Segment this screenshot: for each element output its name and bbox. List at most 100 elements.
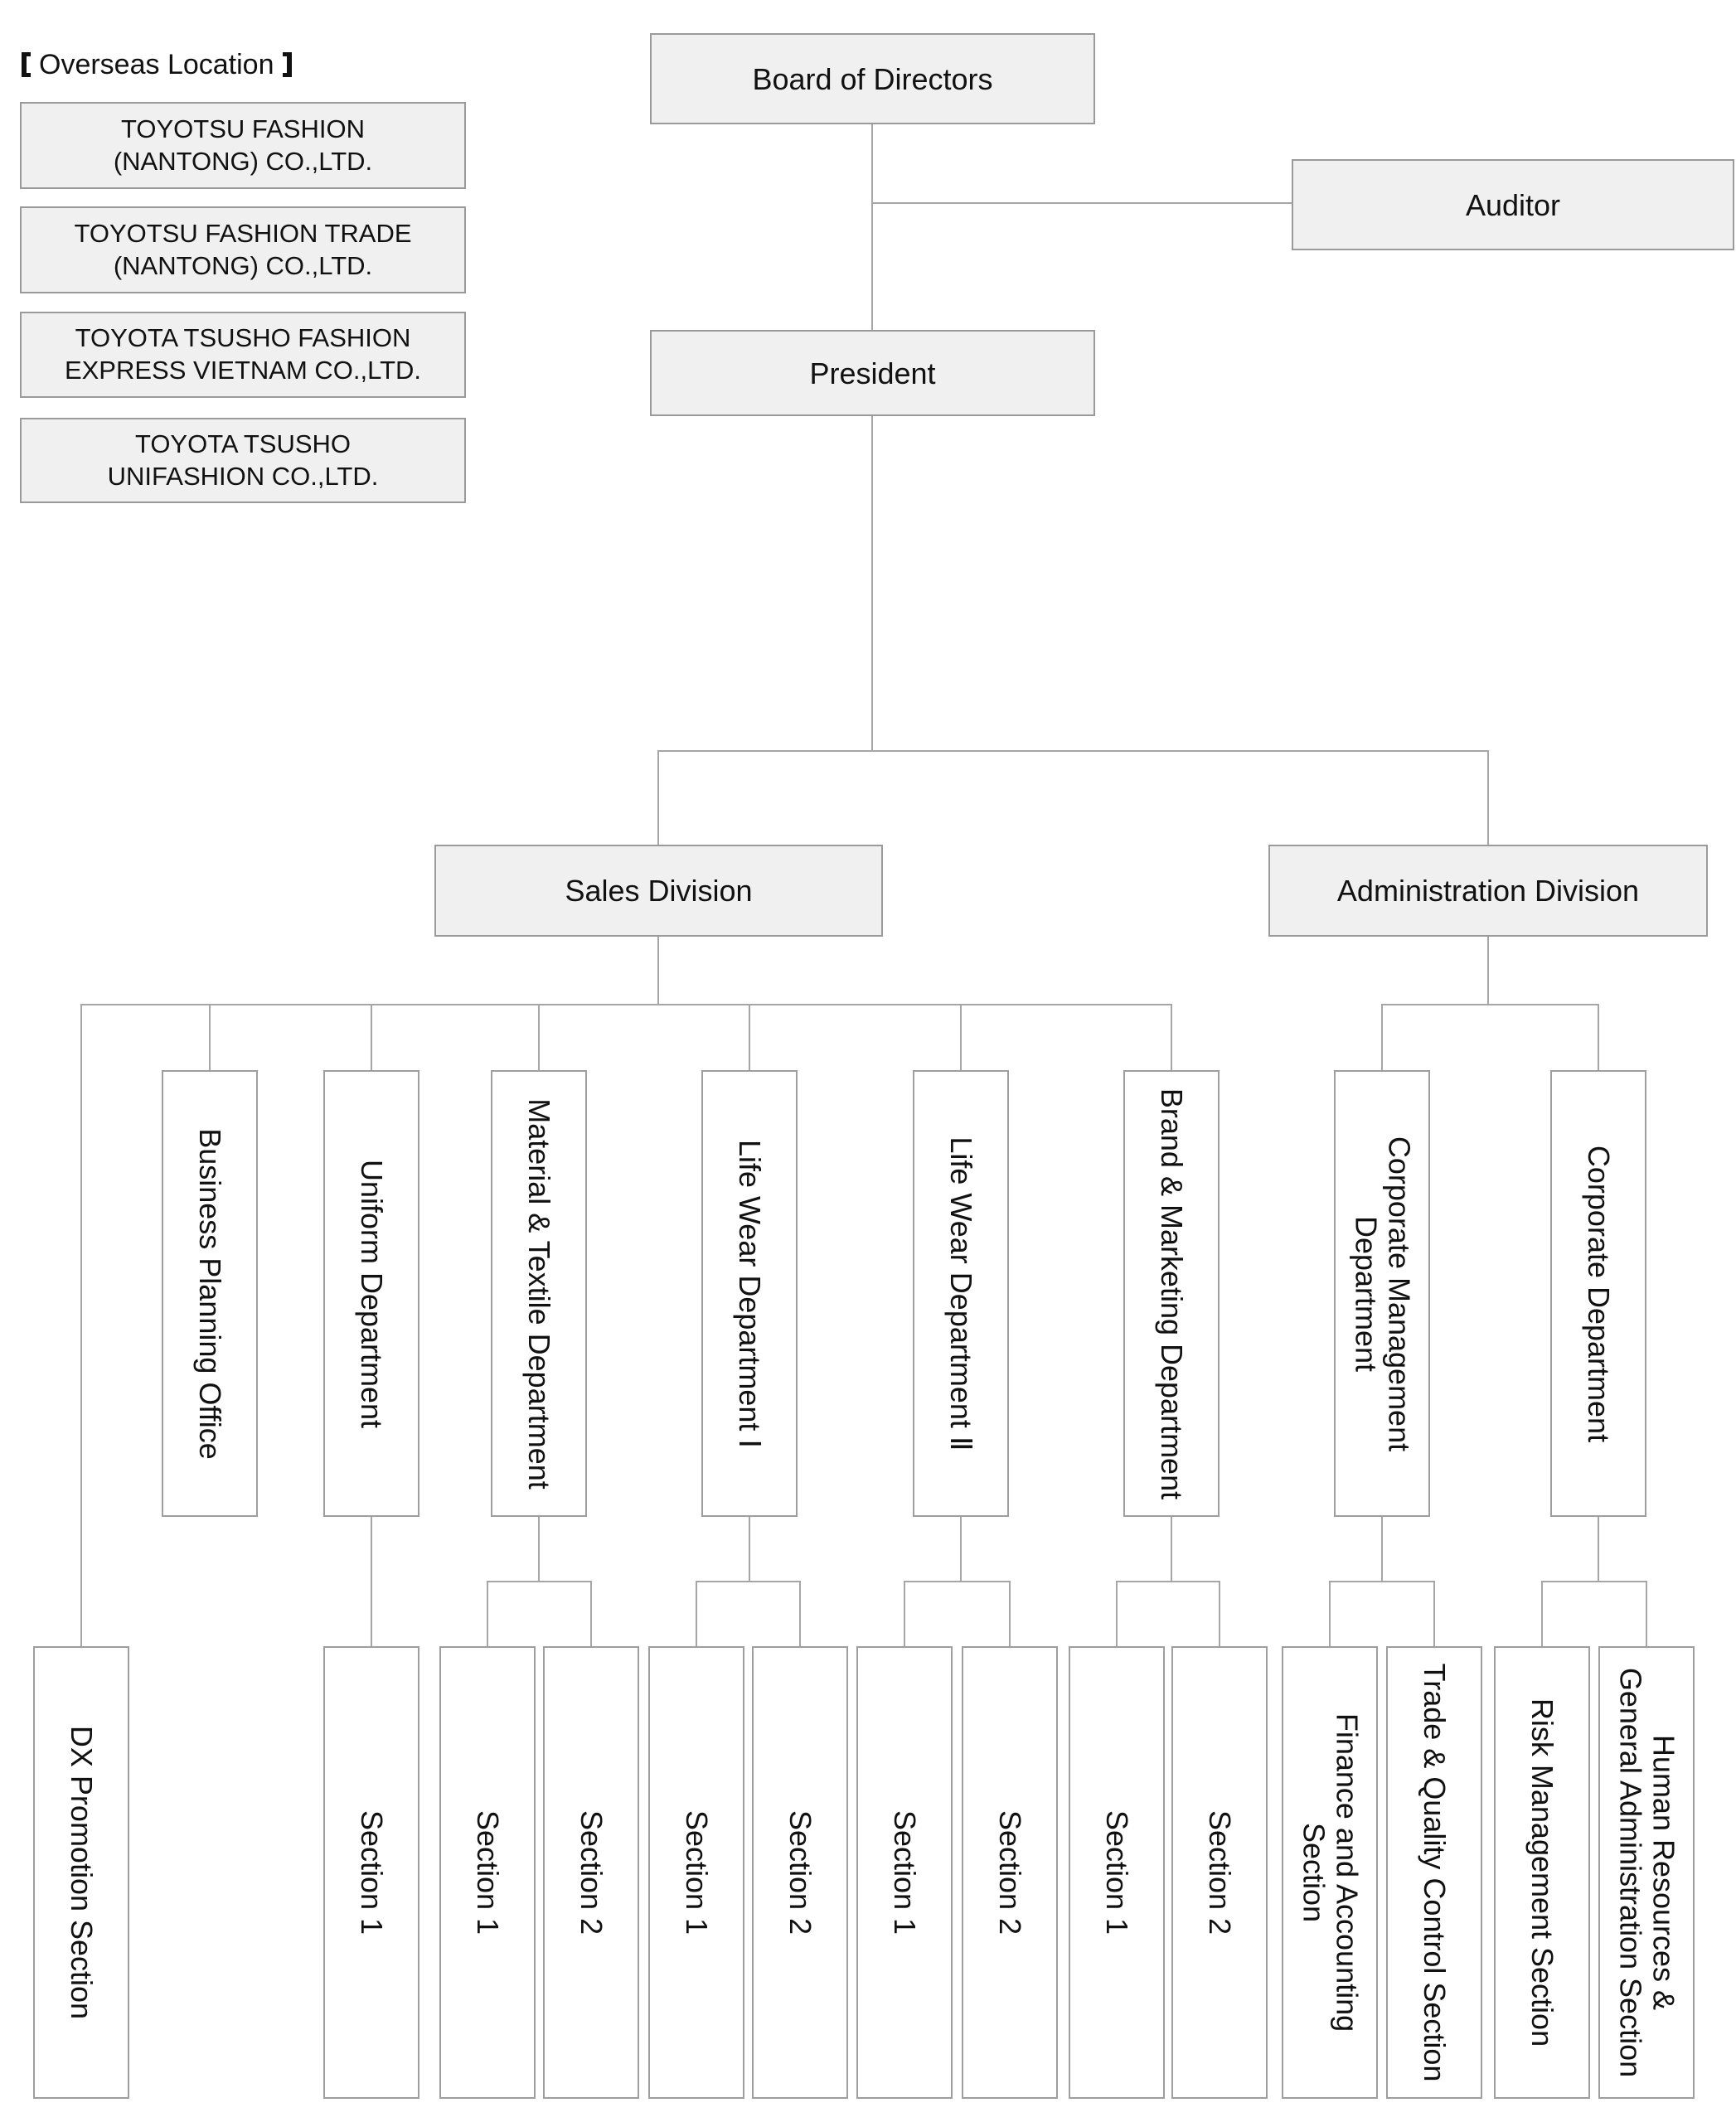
connector-bm-s1-drop <box>1116 1582 1118 1646</box>
connector-corp-s2-drop <box>1646 1582 1647 1646</box>
node-life-wear-1-section-2: Section 2 <box>752 1646 848 2099</box>
auditor-label: Auditor <box>1465 187 1561 222</box>
connector-bm-stem <box>1171 1517 1172 1582</box>
connector-drop-brand-marketing <box>1171 1004 1172 1070</box>
risk-management-section-label: Risk Management Section <box>1525 1698 1560 2047</box>
node-finance-accounting-section: Finance and Accounting Section <box>1282 1646 1378 2099</box>
node-material-textile-department: Material & Textile Department <box>491 1070 587 1517</box>
left-lenticular-bracket-icon <box>22 52 31 77</box>
life-wear-2-section-2-label: Section 2 <box>993 1810 1028 1935</box>
connector-mt-s1-drop <box>487 1582 488 1646</box>
node-corporate-department: Corporate Department <box>1550 1070 1646 1517</box>
connector-lw2-s2-drop <box>1009 1582 1011 1646</box>
connector-lw1-s1-drop <box>696 1582 697 1646</box>
node-overseas-company-2: TOYOTSU FASHION TRADE (NANTONG) CO.,LTD. <box>20 206 466 293</box>
connector-admin-division-drop <box>1487 751 1489 845</box>
uniform-department-label: Uniform Department <box>355 1159 390 1428</box>
node-uniform-section-1: Section 1 <box>323 1646 419 2099</box>
connector-cmd-stem <box>1381 1517 1383 1582</box>
connector-president-down <box>871 416 873 751</box>
node-overseas-company-4: TOYOTA TSUSHO UNIFASHION CO.,LTD. <box>20 418 466 503</box>
connector-admin-stem <box>1487 937 1489 1005</box>
connector-drop-life-wear-1 <box>749 1004 750 1070</box>
connector-lw1-rail <box>696 1581 801 1582</box>
connector-lw2-rail <box>904 1581 1011 1582</box>
brand-marketing-section-2-label: Section 2 <box>1203 1810 1238 1935</box>
corporate-management-department-label: Corporate Management Department <box>1349 1136 1417 1451</box>
node-uniform-department: Uniform Department <box>323 1070 419 1517</box>
connector-drop-life-wear-2 <box>960 1004 962 1070</box>
connector-divisions-rail <box>657 750 1489 752</box>
node-material-textile-section-1: Section 1 <box>439 1646 536 2099</box>
connector-corp-rail <box>1541 1581 1647 1582</box>
node-trade-quality-control-section: Trade & Quality Control Section <box>1386 1646 1482 2099</box>
node-life-wear-department-1: Life Wear Department Ⅰ <box>701 1070 798 1517</box>
dx-promotion-section-label: DX Promotion Section <box>65 1725 99 2020</box>
connector-lw1-stem <box>749 1517 750 1582</box>
connector-drop-corporate-dept <box>1598 1004 1599 1070</box>
node-brand-marketing-section-2: Section 2 <box>1171 1646 1268 2099</box>
node-board-of-directors: Board of Directors <box>650 33 1095 124</box>
connector-corp-s1-drop <box>1541 1582 1543 1646</box>
node-brand-marketing-section-1: Section 1 <box>1069 1646 1165 2099</box>
connector-bm-s2-drop <box>1219 1582 1220 1646</box>
node-administration-division: Administration Division <box>1268 845 1708 937</box>
node-business-planning-office: Business Planning Office <box>162 1070 258 1517</box>
connector-bm-rail <box>1116 1581 1220 1582</box>
connector-sales-division-drop <box>657 751 659 845</box>
node-life-wear-2-section-2: Section 2 <box>962 1646 1058 2099</box>
board-of-directors-label: Board of Directors <box>752 61 993 96</box>
connector-drop-material-textile <box>538 1004 540 1070</box>
node-overseas-company-3: TOYOTA TSUSHO FASHION EXPRESS VIETNAM CO… <box>20 312 466 398</box>
overseas-company-1-label: TOYOTSU FASHION (NANTONG) CO.,LTD. <box>113 114 373 176</box>
brand-marketing-section-1-label: Section 1 <box>1100 1810 1135 1935</box>
connector-cmd-s1-drop <box>1329 1582 1331 1646</box>
connector-sales-rail <box>80 1004 1172 1005</box>
material-textile-department-label: Material & Textile Department <box>522 1097 557 1490</box>
node-life-wear-department-2: Life Wear Department Ⅱ <box>913 1070 1009 1517</box>
connector-cmd-s2-drop <box>1433 1582 1435 1646</box>
node-risk-management-section: Risk Management Section <box>1494 1646 1590 2099</box>
president-label: President <box>809 356 936 390</box>
connector-cmd-rail <box>1329 1581 1435 1582</box>
life-wear-1-section-1-label: Section 1 <box>680 1810 715 1935</box>
connector-uniform-section <box>371 1517 372 1646</box>
connector-mt-stem <box>538 1517 540 1582</box>
connector-corp-stem <box>1598 1517 1599 1582</box>
connector-auditor-branch <box>871 202 1293 204</box>
overseas-company-3-label: TOYOTA TSUSHO FASHION EXPRESS VIETNAM CO… <box>64 323 422 385</box>
node-president: President <box>650 330 1095 416</box>
overseas-company-2-label: TOYOTSU FASHION TRADE (NANTONG) CO.,LTD. <box>74 218 412 280</box>
trade-quality-control-section-label: Trade & Quality Control Section <box>1418 1663 1452 2082</box>
material-textile-section-2-label: Section 2 <box>575 1810 609 1935</box>
administration-division-label: Administration Division <box>1336 874 1640 908</box>
brand-marketing-department-label: Brand & Marketing Department <box>1155 1088 1190 1499</box>
connector-admin-rail <box>1381 1004 1599 1005</box>
connector-lw1-s2-drop <box>799 1582 801 1646</box>
connector-drop-uniform <box>371 1004 372 1070</box>
sales-division-label: Sales Division <box>565 874 753 908</box>
hr-general-administration-section-label: Human Resources & General Administration… <box>1613 1667 1681 2078</box>
uniform-section-1-label: Section 1 <box>355 1810 390 1935</box>
material-textile-section-1-label: Section 1 <box>471 1810 506 1935</box>
right-lenticular-bracket-icon <box>282 52 292 77</box>
connector-lw2-s1-drop <box>904 1582 905 1646</box>
node-corporate-management-department: Corporate Management Department <box>1334 1070 1430 1517</box>
node-life-wear-2-section-1: Section 1 <box>856 1646 953 2099</box>
finance-accounting-section-label: Finance and Accounting Section <box>1297 1713 1365 2032</box>
life-wear-department-1-label: Life Wear Department Ⅰ <box>733 1139 768 1448</box>
life-wear-department-2-label: Life Wear Department Ⅱ <box>944 1136 979 1451</box>
life-wear-2-section-1-label: Section 1 <box>888 1810 923 1935</box>
business-planning-office-label: Business Planning Office <box>193 1127 228 1460</box>
node-auditor: Auditor <box>1292 159 1734 250</box>
connector-lw2-stem <box>960 1517 962 1582</box>
connector-mt-s2-drop <box>590 1582 592 1646</box>
connector-drop-corporate-management <box>1381 1004 1383 1070</box>
life-wear-1-section-2-label: Section 2 <box>783 1810 818 1935</box>
node-brand-marketing-department: Brand & Marketing Department <box>1123 1070 1220 1517</box>
corporate-department-label: Corporate Department <box>1582 1145 1617 1442</box>
node-material-textile-section-2: Section 2 <box>543 1646 639 2099</box>
node-hr-general-administration-section: Human Resources & General Administration… <box>1598 1646 1695 2099</box>
overseas-company-4-label: TOYOTA TSUSHO UNIFASHION CO.,LTD. <box>107 429 379 491</box>
